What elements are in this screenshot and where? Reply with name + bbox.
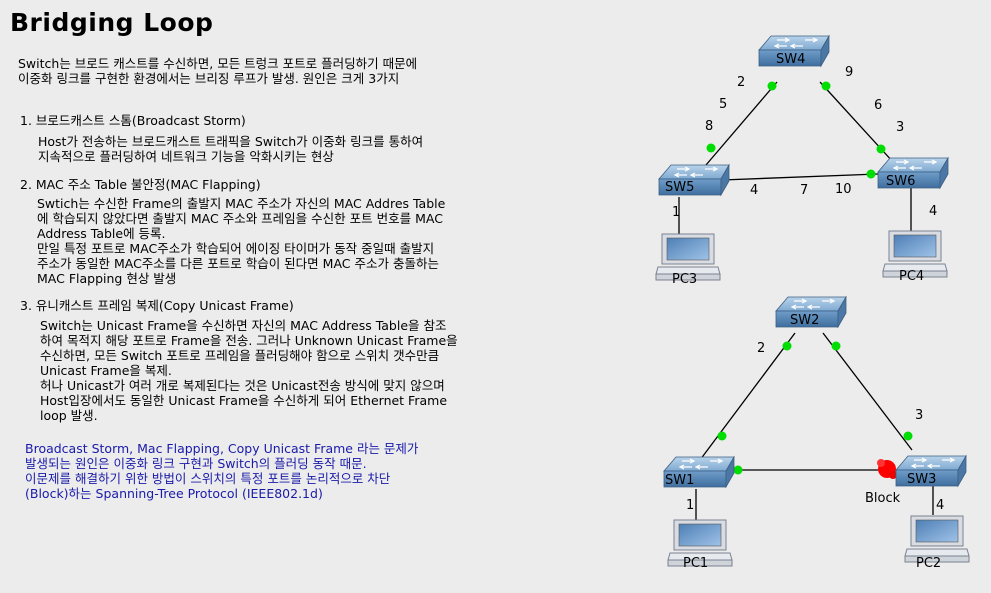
body-line: 허나 Unicast가 여러 개로 복제된다는 것은 Unicast전송 방식에… <box>40 378 445 393</box>
bottom-port-labels: 2 3 1 4 <box>686 341 944 513</box>
body-line: 에 학습되지 않았다면 출발지 MAC 주소와 프레임을 수신한 포트 번호를 … <box>37 211 443 226</box>
svg-text:2: 2 <box>757 341 765 356</box>
svg-text:7: 7 <box>800 183 808 198</box>
svg-text:5: 5 <box>719 97 727 112</box>
body-line: 주소가 동일한 MAC주소를 다른 포트로 학습이 된다면 MAC 주소가 충돌… <box>37 256 439 271</box>
svg-text:9: 9 <box>845 65 853 80</box>
intro-line: Switch는 브로드 캐스트를 수신하면, 모든 트렁크 포트로 플러딩하기 … <box>18 56 418 71</box>
body-line: MAC Flapping 현상 발생 <box>37 271 177 286</box>
body-line: 수신하면, 모든 Switch 포트로 프레임을 플러딩해야 함으로 스위치 갯… <box>40 348 440 363</box>
svg-text:1: 1 <box>686 498 694 513</box>
summary-line: (Block)하는 Spanning-Tree Protocol (IEEE80… <box>25 486 323 501</box>
sw5-label: SW5 <box>665 180 694 195</box>
sw2-switch: SW2 <box>775 296 847 328</box>
body-line: 지속적으로 플러딩하여 네트워크 기능을 악화시키는 현상 <box>38 149 334 164</box>
top-port-labels: 2 9 5 8 6 3 4 7 10 1 4 <box>672 65 937 220</box>
body-line: Unicast Frame을 복제. <box>40 363 172 378</box>
sw3-switch: SW3 <box>895 455 967 487</box>
block-label: Block <box>865 491 901 506</box>
sw1-switch: SW1 <box>663 456 735 488</box>
sw5-switch: SW5 <box>658 164 730 196</box>
intro-text: Switch는 브로드 캐스트를 수신하면, 모든 트렁크 포트로 플러딩하기 … <box>18 56 417 86</box>
bottom-port-dots <box>717 341 913 475</box>
body-line: Swtich는 수신한 Frame의 출발지 MAC 주소가 자신의 MAC A… <box>37 196 446 211</box>
summary-text: Broadcast Storm, Mac Flapping, Copy Unic… <box>25 441 418 501</box>
body-line: loop 발생. <box>40 408 98 423</box>
body-line: Switch는 Unicast Frame을 수신하면 자신의 MAC Addr… <box>40 318 447 333</box>
svg-text:2: 2 <box>737 75 745 90</box>
body-line: 만일 특정 포트로 MAC주소가 학습되어 에이징 타이머가 동작 중일때 출발… <box>37 241 435 256</box>
svg-text:3: 3 <box>915 408 923 423</box>
svg-text:4: 4 <box>936 498 944 513</box>
pc2-label: PC2 <box>916 556 941 571</box>
svg-text:4: 4 <box>929 204 937 219</box>
sw4-switch: SW4 <box>758 35 830 67</box>
summary-line: 발생되는 원인은 이중화 링크 구현과 Switch의 플러딩 동작 때문. <box>25 456 367 471</box>
body-line: Address Table에 등록. <box>37 226 166 241</box>
svg-text:10: 10 <box>835 182 852 197</box>
body-line: Host입장에서도 동일한 Unicast Frame을 수신하게 되어 Eth… <box>40 393 448 408</box>
sw2-label: SW2 <box>790 313 819 328</box>
svg-text:1: 1 <box>672 205 680 220</box>
summary-line: 이문제를 해결하기 위한 방법이 스위치의 특정 포트를 논리적으로 차단 <box>25 471 391 486</box>
page-title: Bridging Loop <box>10 8 214 37</box>
section-3-heading: 3. 유니캐스트 프레임 복제(Copy Unicast Frame) <box>20 298 294 313</box>
svg-text:6: 6 <box>874 98 882 113</box>
bottom-links <box>695 332 934 522</box>
section-2-body: Swtich는 수신한 Frame의 출발지 MAC 주소가 자신의 MAC A… <box>37 196 445 286</box>
sw3-label: SW3 <box>907 472 936 487</box>
intro-line: 이중화 링크를 구현한 환경에서는 브리징 루프가 발생. 원인은 크게 3가지 <box>18 71 400 86</box>
section-2-heading: 2. MAC 주소 Table 불안정(MAC Flapping) <box>20 177 261 192</box>
body-line: 하여 목적지 해당 포트로 Frame을 전송. 그러나 Unknown Uni… <box>40 333 458 348</box>
pc3-label: PC3 <box>672 272 697 287</box>
sw4-label: SW4 <box>776 52 805 67</box>
sw6-switch: SW6 <box>877 157 949 189</box>
svg-text:8: 8 <box>705 119 713 134</box>
pc4-label: PC4 <box>899 269 924 284</box>
body-line: Host가 전송하는 브로드캐스트 트래픽을 Switch가 이중화 링크를 통… <box>38 134 424 149</box>
section-1-heading: 1. 브로드캐스트 스톰(Broadcast Storm) <box>20 113 246 128</box>
pc1-label: PC1 <box>683 556 708 571</box>
svg-text:4: 4 <box>750 183 758 198</box>
sw6-label: SW6 <box>886 174 915 189</box>
section-1-body: Host가 전송하는 브로드캐스트 트래픽을 Switch가 이중화 링크를 통… <box>38 134 423 164</box>
svg-text:3: 3 <box>896 120 904 135</box>
section-3-body: Switch는 Unicast Frame을 수신하면 자신의 MAC Addr… <box>40 318 458 423</box>
summary-line: Broadcast Storm, Mac Flapping, Copy Unic… <box>25 441 419 456</box>
block-port-icon <box>877 459 897 479</box>
sw1-label: SW1 <box>665 473 694 488</box>
